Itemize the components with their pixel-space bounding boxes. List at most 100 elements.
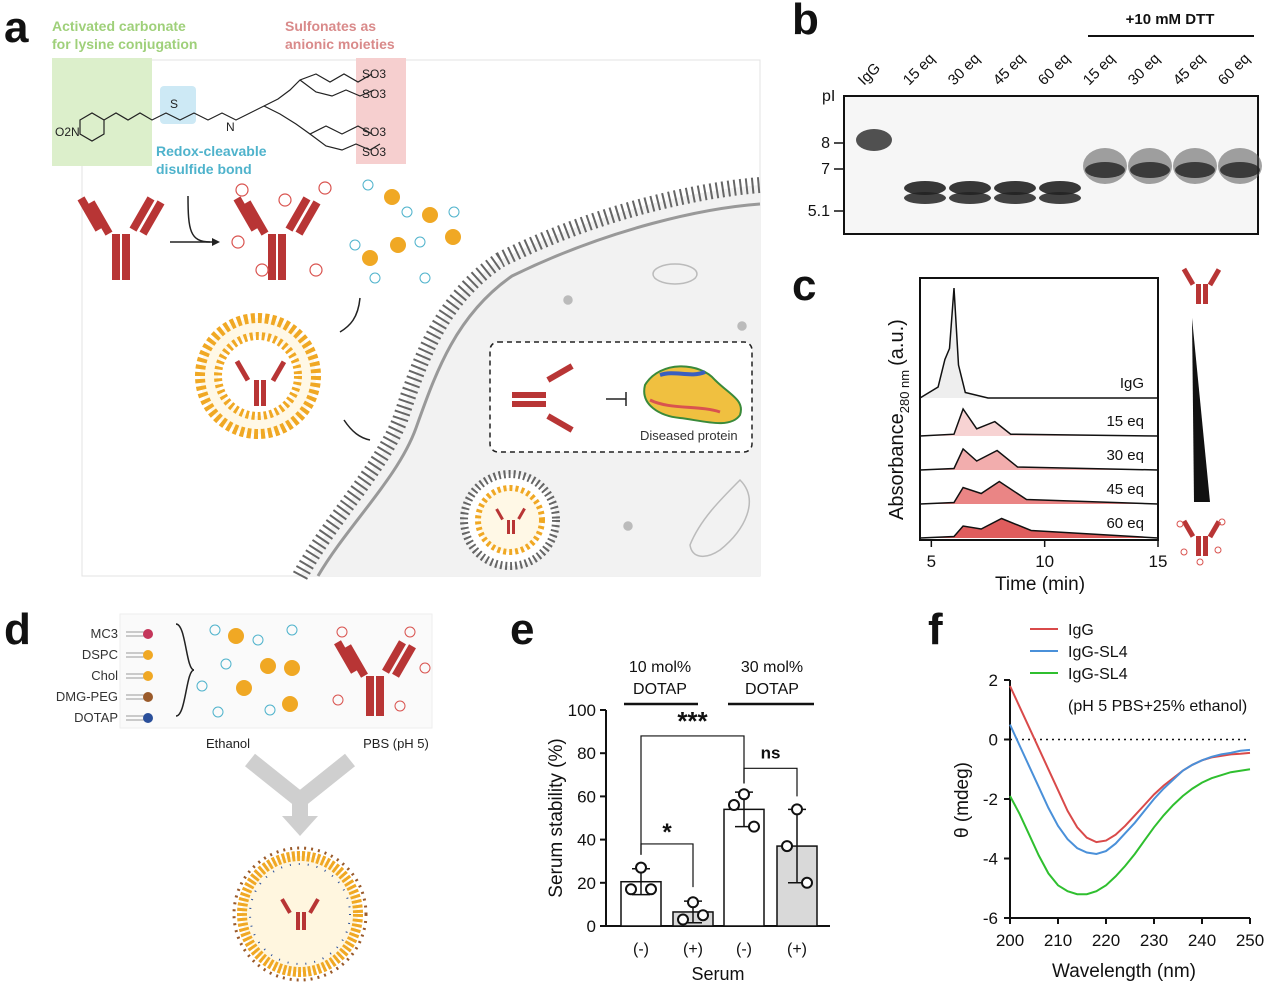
chem-so3-3: SO3	[362, 125, 386, 139]
x-tick-label: (-)	[736, 941, 752, 958]
component-label: Chol	[91, 668, 118, 683]
data-point	[748, 820, 760, 833]
legend-label: IgG-SL4	[1068, 644, 1128, 661]
panel-label-a: a	[4, 3, 29, 52]
x-tick-label: 5	[927, 552, 936, 571]
trace-fill	[920, 518, 1158, 538]
arrow-uptake	[343, 419, 371, 441]
endosome	[460, 470, 560, 570]
lane-label: 30 eq	[1125, 50, 1164, 89]
lane-label: 30 eq	[945, 50, 984, 89]
component-label: MC3	[91, 626, 118, 641]
disulfide-label-1: Redox-cleavable	[156, 143, 267, 159]
sulfonate-highlight	[356, 58, 406, 164]
mixing-y	[245, 753, 355, 811]
x-tick-label: 15	[1149, 552, 1168, 571]
panel-a: a Activated carbonate for lysine conjuga…	[4, 3, 761, 580]
antibody-charged-icon	[1176, 518, 1226, 566]
trace-fill	[920, 449, 1158, 470]
lipid-cluster	[349, 179, 461, 284]
ethanol-label: Ethanol	[206, 736, 250, 751]
pi-marker-7: 7	[821, 161, 830, 178]
chem-s: S	[170, 97, 178, 111]
negative-charges	[231, 181, 332, 277]
arrow-to-lnp	[339, 297, 361, 333]
sig-main-label: ***	[677, 706, 708, 736]
pbs-label: PBS (pH 5)	[363, 736, 429, 751]
cd-line	[1009, 768, 1251, 896]
legend-label: IgG-SL4	[1068, 666, 1128, 683]
x-tick-label: 210	[1044, 931, 1072, 950]
trace-label: 45 eq	[1106, 481, 1144, 498]
antibody-conjugated	[233, 196, 321, 280]
lnp-product	[232, 846, 368, 982]
x-tick-label: (+)	[787, 941, 807, 958]
gel-band	[904, 181, 946, 195]
d-antibody	[334, 640, 416, 716]
gel-band	[856, 129, 892, 151]
lane-label: 60 eq	[1035, 50, 1074, 89]
gel-band	[1085, 162, 1125, 178]
panel-label-e: e	[510, 605, 534, 654]
data-point	[728, 799, 740, 812]
x-tick-label: 230	[1140, 931, 1168, 950]
cell-membrane-inner	[316, 202, 761, 577]
x-tick-label: (+)	[683, 941, 703, 958]
lane-label: IgG	[855, 60, 884, 89]
trace-fill	[920, 288, 1158, 398]
component-head	[143, 692, 153, 702]
trace-label: 15 eq	[1106, 413, 1144, 430]
legend-label-extra: (pH 5 PBS+25% ethanol)	[1068, 698, 1247, 715]
gel-band	[1039, 192, 1081, 204]
c-x-label: Time (min)	[995, 574, 1085, 595]
y-tick-label: 60	[577, 787, 596, 806]
e-group1-label: 10 mol%	[629, 659, 691, 676]
gel-band	[904, 192, 946, 204]
trace-line	[919, 517, 1159, 539]
data-point	[697, 909, 709, 922]
component-label: DOTAP	[74, 710, 118, 725]
data-point	[635, 861, 647, 874]
d-negative-charges	[332, 626, 431, 712]
y-tick-label: 0	[989, 731, 998, 750]
gel-bands	[856, 129, 1262, 204]
data-point	[645, 883, 657, 896]
panel-label-d: d	[4, 605, 31, 654]
trace-line	[919, 480, 1159, 505]
mixing-arrow-head	[282, 816, 318, 836]
data-point	[738, 788, 750, 801]
pi-label: pI	[822, 88, 835, 105]
component-head	[143, 671, 153, 681]
x-tick-label: 220	[1092, 931, 1120, 950]
component-label: DSPC	[82, 647, 118, 662]
sig-left-label: *	[662, 819, 672, 846]
dtt-label: +10 mM DTT	[1126, 11, 1215, 28]
lane-label: 45 eq	[1170, 50, 1209, 89]
data-point	[791, 803, 803, 816]
antibody-top-icon	[1181, 267, 1222, 304]
panel-label-b: b	[792, 0, 819, 44]
component-head	[143, 713, 153, 723]
chem-n: N	[226, 120, 235, 134]
panel-e: e 10 mol% DOTAP 30 mol% DOTAP Serum stab…	[510, 605, 830, 984]
sulfonate-label-2: anionic moieties	[285, 36, 395, 52]
trace-label: 60 eq	[1106, 515, 1144, 532]
carbonate-highlight	[52, 58, 152, 166]
trace-line	[919, 407, 1159, 437]
gel-band	[994, 192, 1036, 204]
e-group2-label: 30 mol%	[741, 659, 803, 676]
chem-so3-2: SO3	[362, 87, 386, 101]
d-brace	[175, 623, 195, 717]
gel-band	[1039, 181, 1081, 195]
arrow-head	[212, 238, 220, 246]
c-y-label: Absorbance280 nm(a.u.)	[886, 319, 912, 520]
antibody-inset	[512, 363, 574, 433]
